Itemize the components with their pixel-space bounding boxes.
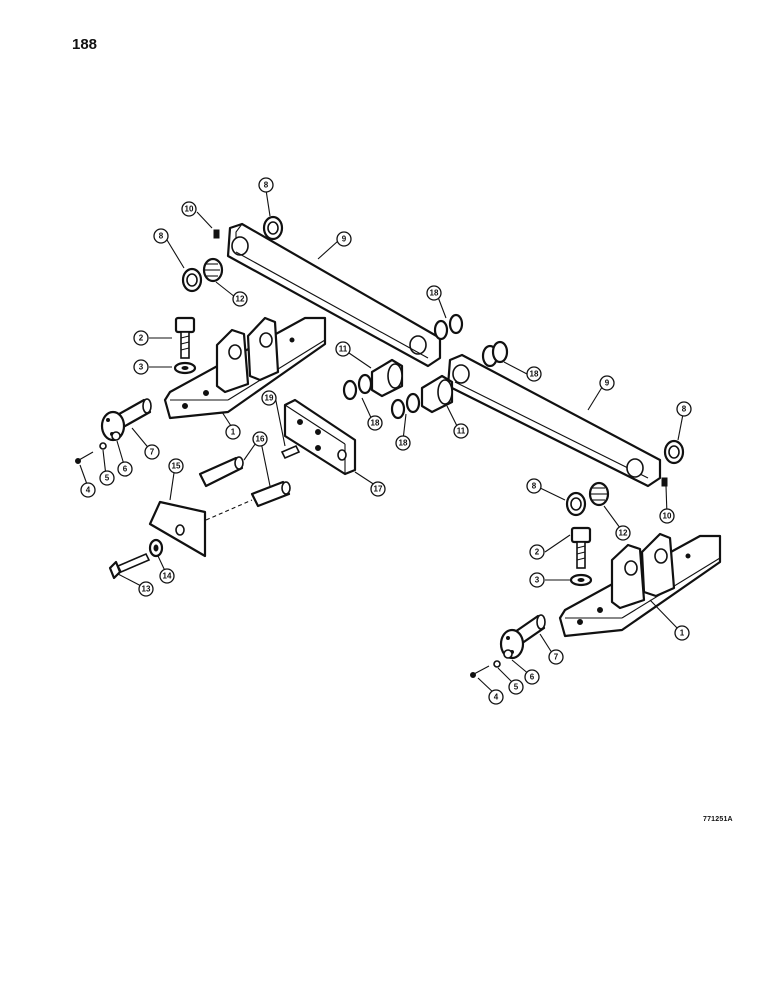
bolt-13-assembly — [108, 538, 164, 580]
callout-8a: 8 — [258, 177, 274, 193]
bearings-and-seals — [181, 215, 685, 517]
bolt-lower — [569, 526, 593, 587]
mounting-bracket-left — [163, 316, 327, 420]
callout-label: 4 — [494, 693, 499, 702]
callout-label: 3 — [139, 363, 144, 372]
callout-4b: 4 — [488, 689, 504, 705]
callout-label: 1 — [680, 629, 685, 638]
callout-label: 8 — [159, 232, 164, 241]
bolt-upper — [173, 316, 197, 375]
callout-label: 9 — [342, 235, 347, 244]
link-arm-lower — [446, 353, 662, 488]
pin-lower — [250, 480, 291, 508]
callout-16: 16 — [252, 431, 268, 447]
page-number: 188 — [72, 36, 98, 53]
callout-6b: 6 — [524, 669, 540, 685]
callout-label: 8 — [532, 482, 537, 491]
callout-6a: 6 — [117, 461, 133, 477]
callout-12b: 12 — [615, 525, 631, 541]
callout-label: 9 — [605, 379, 610, 388]
link-arm-upper — [226, 222, 442, 368]
pivot-pin-right — [470, 614, 546, 678]
callout-12a: 12 — [232, 291, 248, 307]
callout-8d: 8 — [526, 478, 542, 494]
callout-4a: 4 — [80, 482, 96, 498]
callout-11b: 11 — [453, 423, 469, 439]
callout-18c: 18 — [367, 415, 383, 431]
callout-3b: 3 — [529, 572, 545, 588]
callout-label: 18 — [371, 419, 380, 428]
callout-10b: 10 — [659, 508, 675, 524]
callout-19: 19 — [261, 390, 277, 406]
callout-label: 8 — [264, 181, 269, 190]
callout-9a: 9 — [336, 231, 352, 247]
callout-label: 3 — [535, 576, 540, 585]
callout-label: 5 — [105, 474, 110, 483]
callout-11a: 11 — [335, 341, 351, 357]
pin-upper — [198, 456, 244, 488]
callout-8b: 8 — [153, 228, 169, 244]
mounting-bracket-right — [558, 532, 722, 638]
roll-pin — [280, 444, 301, 460]
leader-lines — [79, 189, 685, 696]
callout-2b: 2 — [529, 544, 545, 560]
callout-15: 15 — [168, 458, 184, 474]
pivot-pin-left — [75, 398, 152, 464]
callout-17: 17 — [370, 481, 386, 497]
callout-label: 18 — [530, 370, 539, 379]
callout-label: 6 — [530, 673, 535, 682]
bushing-lower — [420, 374, 454, 414]
callout-label: 7 — [554, 653, 559, 662]
callout-label: 18 — [430, 289, 439, 298]
callout-1b: 1 — [674, 625, 690, 641]
callout-label: 1 — [231, 428, 236, 437]
callout-label: 5 — [514, 683, 519, 692]
callout-3a: 3 — [133, 359, 149, 375]
callout-label: 11 — [339, 345, 348, 354]
callout-label: 13 — [142, 585, 151, 594]
callout-13: 13 — [138, 581, 154, 597]
callout-18a: 18 — [426, 285, 442, 301]
callout-7a: 7 — [144, 444, 160, 460]
callout-label: 8 — [682, 405, 687, 414]
callout-label: 2 — [535, 548, 540, 557]
callout-14: 14 — [159, 568, 175, 584]
callout-label: 17 — [374, 485, 383, 494]
drawing-code: 771251A — [703, 816, 733, 823]
pins — [198, 456, 291, 521]
callout-18b: 18 — [526, 366, 542, 382]
callout-label: 4 — [86, 486, 91, 495]
callout-9b: 9 — [599, 375, 615, 391]
bushing-upper — [370, 358, 404, 398]
center-plate — [283, 398, 357, 476]
guide-plate — [148, 500, 207, 558]
callout-label: 19 — [265, 394, 274, 403]
callout-5a: 5 — [99, 470, 115, 486]
callout-label: 6 — [123, 465, 128, 474]
spacer-washers — [342, 313, 509, 420]
callout-label: 12 — [236, 295, 245, 304]
grease-fittings — [213, 229, 668, 487]
callout-label: 10 — [663, 512, 672, 521]
callout-label: 15 — [172, 462, 181, 471]
callout-label: 7 — [150, 448, 155, 457]
callout-10a: 10 — [181, 201, 197, 217]
callout-5b: 5 — [508, 679, 524, 695]
callout-1a: 1 — [225, 424, 241, 440]
callout-8c: 8 — [676, 401, 692, 417]
callout-18d: 18 — [395, 435, 411, 451]
callout-label: 10 — [185, 205, 194, 214]
callout-label: 16 — [256, 435, 265, 444]
callout-7b: 7 — [548, 649, 564, 665]
callout-label: 2 — [139, 334, 144, 343]
callout-2a: 2 — [133, 330, 149, 346]
callout-label: 18 — [399, 439, 408, 448]
callout-label: 12 — [619, 529, 628, 538]
callout-label: 11 — [457, 427, 466, 436]
callout-label: 14 — [163, 572, 172, 581]
